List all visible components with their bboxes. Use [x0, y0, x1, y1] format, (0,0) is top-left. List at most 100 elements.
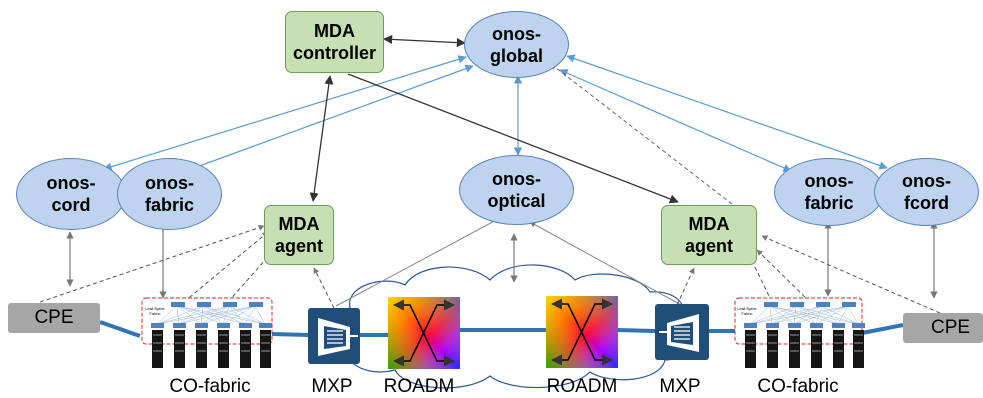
leaf-switch	[788, 323, 801, 328]
fabric-link	[156, 305, 230, 325]
server-rack	[811, 330, 822, 368]
fabric-link	[202, 305, 224, 325]
optical-cloud	[332, 264, 692, 389]
spine-switch	[249, 302, 263, 307]
fabric-link	[156, 305, 204, 325]
fabric-link	[176, 305, 266, 325]
spine-switch	[816, 302, 830, 307]
leaf-switch	[239, 323, 252, 328]
fabric-link	[795, 305, 859, 325]
leaf-switch	[195, 323, 208, 328]
onos-global-node: onos- global	[464, 11, 569, 78]
fabric-link	[769, 305, 795, 325]
rack-slot	[153, 350, 162, 352]
onos-fcord-label: onos- fcord	[902, 171, 951, 213]
fabric-link	[178, 305, 204, 325]
leaf-switch	[744, 323, 757, 328]
server-rack	[789, 330, 800, 368]
label-mxp-right: MXP	[659, 376, 701, 397]
rack-slot	[854, 342, 863, 344]
onos-fcord-node: onos- fcord	[874, 158, 979, 226]
rack-slot	[746, 342, 755, 344]
onos-optical-label: onos- optical	[487, 169, 546, 211]
rack-slot	[197, 334, 206, 336]
fabric-link	[821, 305, 839, 325]
roadm-right	[546, 296, 618, 368]
rack-slot	[834, 350, 843, 352]
onos-optical-node: onos- optical	[459, 155, 574, 225]
mda-agent-left-box: MDA agent	[264, 205, 334, 265]
roadm-left	[388, 297, 460, 369]
mda-controller-label: MDA controller	[292, 21, 376, 63]
leaf-switch	[151, 323, 164, 328]
rack-slot	[790, 350, 799, 352]
server-rack	[833, 330, 844, 368]
fabric-link	[769, 305, 773, 325]
mda-agent-left-label: MDA agent	[274, 214, 323, 256]
rack-slot	[812, 350, 821, 352]
rack-slot	[175, 334, 184, 336]
leaf-switch	[852, 323, 865, 328]
rack-slot	[261, 350, 270, 352]
rack-slot	[241, 350, 250, 352]
fabric-link	[228, 305, 246, 325]
rack-slot	[153, 334, 162, 336]
fabric-link	[749, 305, 823, 325]
label-roadm-right: ROADM	[546, 376, 618, 397]
rack-slot	[834, 334, 843, 336]
fabric-link	[749, 305, 849, 325]
rack-slot	[175, 350, 184, 352]
fabric-link	[228, 305, 266, 325]
server-rack	[218, 330, 229, 368]
rack-slot	[241, 342, 250, 344]
co-fabric-left	[141, 297, 273, 368]
rack-slot	[812, 342, 821, 344]
rack-slot	[746, 334, 755, 336]
rack-slot	[790, 334, 799, 336]
rack-slot	[197, 342, 206, 344]
fabric-link	[202, 305, 266, 325]
mxp-left	[308, 308, 360, 364]
server-rack	[152, 330, 163, 368]
rack-slot	[261, 334, 270, 336]
rack-slot	[834, 342, 843, 344]
cpe-left-label: CPE	[34, 307, 74, 328]
spine-switch	[764, 302, 778, 307]
rack-slot	[768, 350, 777, 352]
leaf-switch	[259, 323, 272, 328]
onos-global-label: onos- global	[490, 23, 543, 66]
fabric-link	[200, 305, 256, 325]
rack-slot	[153, 342, 162, 344]
mda-agent-right-box: MDA agent	[661, 205, 757, 265]
fiber-link	[99, 320, 904, 338]
fabric-link	[176, 305, 246, 325]
spine-switch	[790, 302, 804, 307]
server-rack	[853, 330, 864, 368]
fabric-link	[771, 305, 823, 325]
cpe-left: CPE	[8, 303, 100, 333]
fabric-link	[156, 305, 178, 325]
rack-slot	[261, 342, 270, 344]
rack-slot	[768, 342, 777, 344]
fabric-link	[795, 305, 839, 325]
rack-slot	[219, 334, 228, 336]
co-fabric-right	[734, 297, 865, 368]
fabric-link	[793, 305, 797, 325]
fabric-link	[815, 305, 823, 325]
fabric-link	[178, 305, 230, 325]
server-rack	[174, 330, 185, 368]
onos-fabric-left-node: onos- fabric	[117, 158, 222, 230]
server-rack	[240, 330, 251, 368]
onos-fabric-right-node: onos- fabric	[774, 158, 884, 226]
leaf-switch	[810, 323, 823, 328]
fabric-link	[769, 305, 859, 325]
agent-to-global	[550, 63, 733, 205]
rack-slot	[219, 342, 228, 344]
rack-slot	[854, 334, 863, 336]
controller-to-agent-right	[347, 73, 679, 204]
fabric-link	[771, 305, 797, 325]
fabric-link	[176, 305, 202, 325]
onos-cord-label: onos- cord	[46, 173, 96, 215]
label-co-fabric-right: CO-fabric	[757, 376, 839, 397]
